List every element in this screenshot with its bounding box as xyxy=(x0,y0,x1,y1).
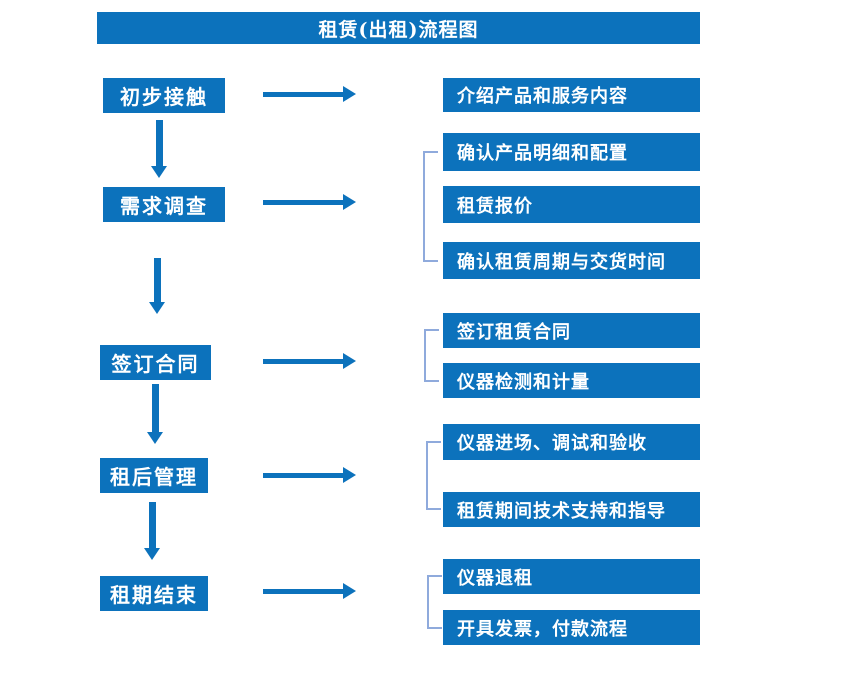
detail-box-invoice-payment: 开具发票，付款流程 xyxy=(443,610,700,645)
arrow-down-icon xyxy=(147,384,163,444)
group-bracket xyxy=(424,329,439,382)
stage-box-initial-contact: 初步接触 xyxy=(103,78,225,113)
stage-box-rental-end: 租期结束 xyxy=(100,576,208,611)
group-bracket xyxy=(427,575,442,629)
group-bracket xyxy=(426,441,441,510)
detail-box-introduce-products: 介绍产品和服务内容 xyxy=(443,78,700,112)
arrow-right-icon xyxy=(263,467,356,483)
stage-box-post-rental-management: 租后管理 xyxy=(100,458,208,493)
arrow-down-icon xyxy=(151,120,167,178)
detail-box-rental-tech-support: 租赁期间技术支持和指导 xyxy=(443,492,700,527)
arrow-down-icon xyxy=(144,502,160,560)
arrow-right-icon xyxy=(263,583,356,599)
arrow-right-icon xyxy=(263,353,356,369)
detail-box-instrument-testing: 仪器检测和计量 xyxy=(443,363,700,398)
detail-box-instrument-return: 仪器退租 xyxy=(443,559,700,594)
stage-box-sign-contract: 签订合同 xyxy=(100,345,211,380)
arrow-right-icon xyxy=(263,86,356,102)
detail-box-confirm-rental-period: 确认租赁周期与交货时间 xyxy=(443,242,700,279)
flowchart-title-bar: 租赁(出租)流程图 xyxy=(97,12,700,44)
stage-box-demand-survey: 需求调查 xyxy=(103,187,225,222)
flowchart-title: 租赁(出租)流程图 xyxy=(318,18,479,41)
arrow-down-icon xyxy=(149,258,165,314)
group-bracket xyxy=(423,151,438,262)
arrow-right-icon xyxy=(263,194,356,210)
detail-box-instrument-setup-acceptance: 仪器进场、调试和验收 xyxy=(443,424,700,460)
detail-box-confirm-product-details: 确认产品明细和配置 xyxy=(443,133,700,171)
detail-box-rental-quote: 租赁报价 xyxy=(443,186,700,223)
detail-box-sign-rental-contract: 签订租赁合同 xyxy=(443,313,700,348)
